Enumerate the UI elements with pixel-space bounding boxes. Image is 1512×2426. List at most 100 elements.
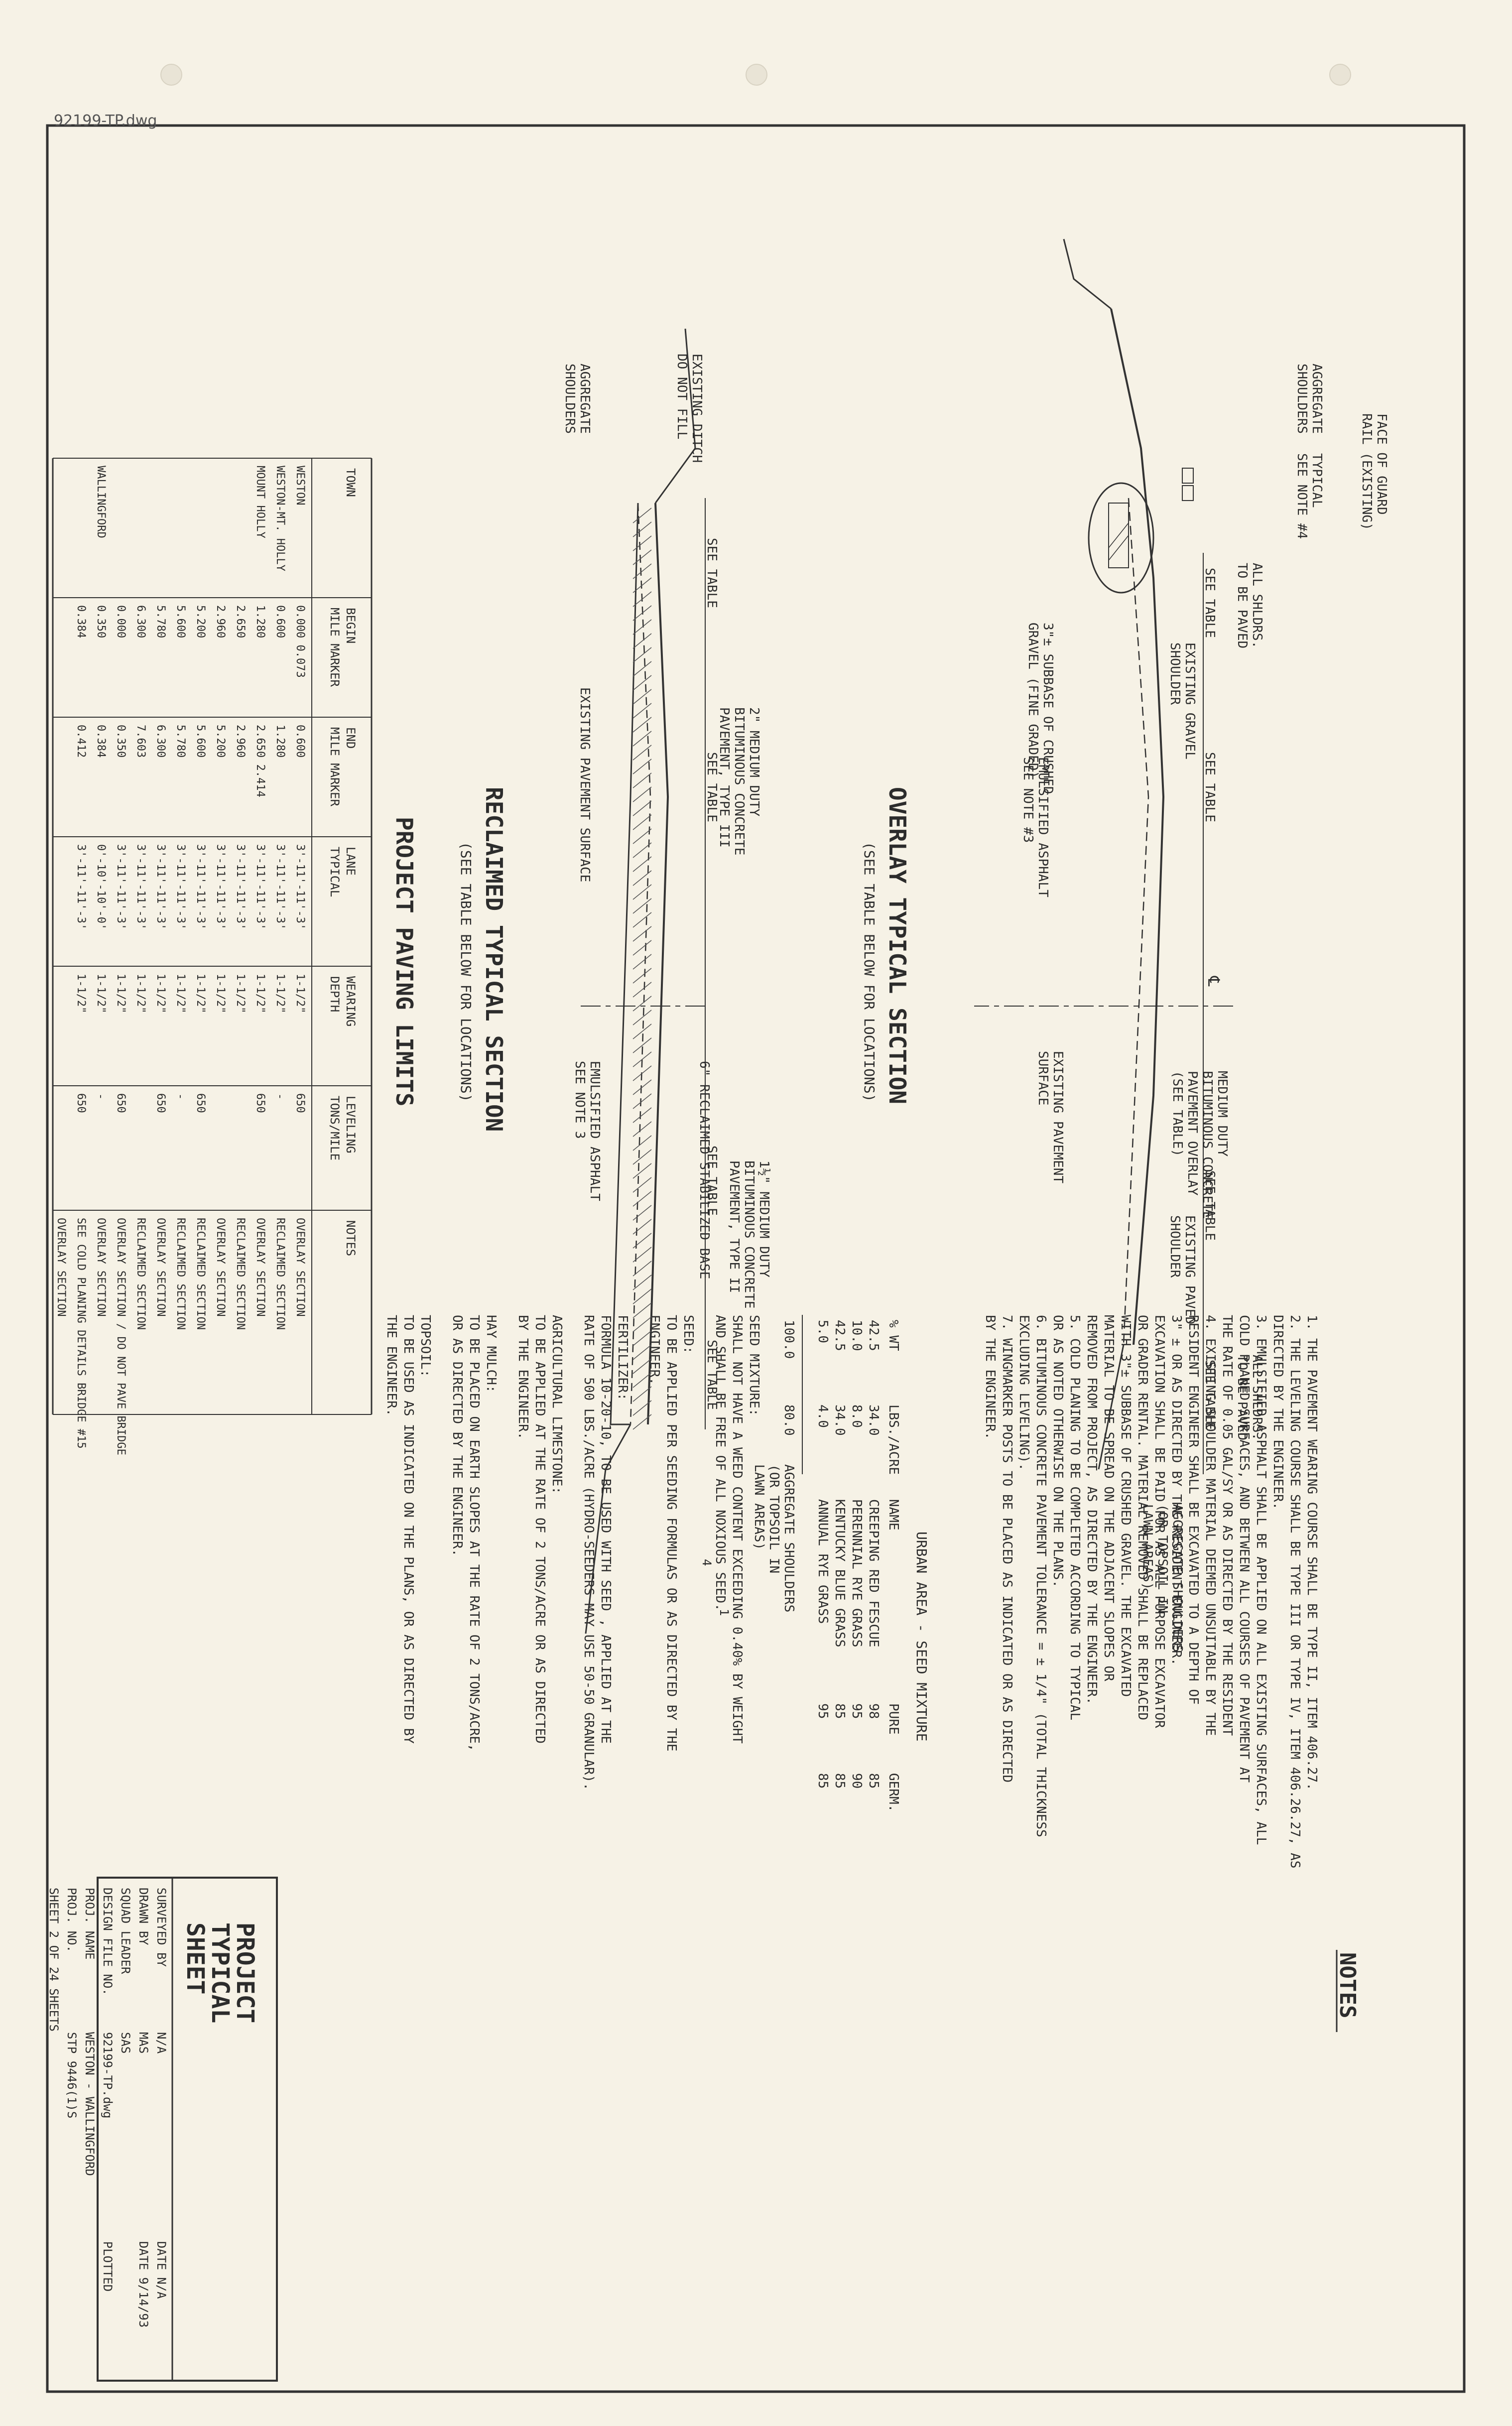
table-cell: OVERLAY SECTION [294,1218,306,1317]
hatch-line [632,577,652,593]
seed-title: URBAN AREA - SEED MIXTURE [913,1532,930,1741]
table-cell: 3'-11'-11'-3' [75,844,87,930]
overlay-guard-label: RAIL (EXISTING) [1359,413,1374,530]
seed-cell: 34.0 [866,1405,881,1436]
table-cell: 0.000 [115,605,127,638]
seed-cell: 85 [866,1773,881,1788]
seed-paragraph-line: TOPSOIL: [418,1315,433,1377]
reclaimed-two-inch-label: PAVEMENT, TYPE III [717,707,732,848]
table-cell: 1-1/2" [115,974,127,1013]
reclaimed-section: RECLAIMED TYPICAL SECTION (SEE TABLE BEL… [458,328,796,1634]
table-cell: 0.350 [115,725,127,758]
notes-line: 1. THE PAVEMENT WEARING COURSE SHALL BE … [1304,1315,1319,1790]
hatch-line [632,982,652,998]
overlay-cl: ℄ [1204,976,1223,987]
overlay-aggregate-right-label: (OR TOPSOIL IN [1155,1504,1170,1613]
notes-line: DIRECTED BY THE ENGINEER. [1270,1315,1285,1510]
seed-cell: 4.0 [815,1405,830,1428]
title-block-field-label: SQUAD LEADER [119,1888,132,1974]
seed-header-cell: PURE [886,1703,901,1735]
table-cell: OVERLAY SECTION / DO NOT PAVE BRIDGE [115,1218,127,1455]
slope-run: 4 [700,1559,714,1566]
notes-line: THE RATE OF 0.05 GAL/SY OR AS DIRECTED B… [1220,1315,1235,1736]
seed-header-cell: % WT [886,1320,901,1351]
reclaimed-aggregate-right-label: AGGREGATE SHOULDERS [781,1464,796,1612]
notes-line: 3" ± OR AS DIRECTED BY THE RESIDENT ENGI… [1169,1315,1184,1665]
table-header-cell: LEVELING [344,1096,358,1153]
hatch-line [632,1302,652,1318]
table-cell: OVERLAY SECTION [95,1218,107,1317]
seed-paragraph-line: AGRICULTURAL LIMESTONE: [549,1315,564,1494]
table-cell: 3'-11'-11'-3' [154,844,167,930]
punch-hole [746,64,767,86]
table-cell: 650 [115,1093,127,1113]
reclaimed-hatch [632,508,652,1430]
hatch-line [632,1330,652,1346]
seed-paragraph-line: TO BE APPLIED AT THE RATE OF 2 TONS/ACRE… [532,1315,547,1744]
hatch-line [632,647,652,663]
hatch-line [632,1023,652,1039]
hatch-line [632,1233,652,1249]
table-cell: 3'-11'-11'-3' [214,844,227,930]
overlay-aggregate-right-label: AGGREGATE SHOULDERS [1170,1504,1185,1652]
hatch-line [632,1358,652,1374]
reclaimed-one-half-label: 1½" MEDIUM DUTY [756,1160,771,1277]
seed-paragraph-line: OR AS DIRECTED BY THE ENGINEER. [450,1315,465,1556]
notes-line: 7. WINGMARKER POSTS TO BE PLACED AS INDI… [1000,1315,1014,1783]
seed-paragraph-line: THE ENGINEER. [384,1315,399,1416]
hatch-line [632,842,652,858]
overlay-existing-line [1123,498,1149,1345]
overlay-all-shldrs-right-label: TO BE PAVED [1235,1355,1250,1440]
hatch-line [632,1275,652,1290]
hatch-line [632,675,652,691]
hatch-line [632,772,652,788]
hatch-line [632,1010,652,1025]
punch-hole [1329,64,1351,86]
overlay-paved-shoulder-label: EXISTING PAVED [1182,1215,1197,1324]
seed-cell: 85 [815,1773,830,1788]
table-cell: OVERLAY SECTION [154,1218,167,1317]
hatch-line [632,759,652,774]
table-cell: 5.600 [194,725,207,758]
hatch-line [632,1121,652,1137]
table-cell: 0.000 0.073 [294,605,306,678]
hatch-line [632,884,652,900]
notes-line: MATERIAL TO BE SPREAD ON THE ADJACENT SL… [1101,1315,1116,1681]
hatch-line [632,1372,652,1388]
reclaimed-two-inch-label: BITUMINOUS CONCRETE [732,707,747,855]
seed-cell: 10.0 [849,1320,864,1351]
overlay-existing-surface-label: SURFACE [1035,1051,1050,1106]
title-block-field-label: SHEET 2 OF 24 SHEETS [47,1888,61,2032]
table-cell: 0.384 [95,725,107,758]
seed-paragraph-line: SEED MIXTURE: [747,1315,761,1416]
title-block-title-line: PROJECT [231,1922,259,2023]
table-cell: WESTON [294,466,306,505]
seed-cell: 42.5 [832,1320,847,1351]
table-cell: 3'-11'-11'-3' [174,844,187,930]
table-cell: WALLINGFORD [95,466,107,538]
overlay-gravel-shoulder-label: EXISTING GRAVEL [1182,642,1197,760]
table-cell: MOUNT HOLLY [254,466,266,538]
seed-header-cell: GERM. [886,1773,901,1812]
table-cell: 650 [75,1093,87,1113]
sheet-border [46,124,1466,2393]
hatch-line [632,898,652,914]
table-cell: 7.603 [134,725,147,758]
overlay-title: OVERLAY TYPICAL SECTION [884,787,911,1104]
overlay-surface-line [1110,308,1165,1345]
table-cell: 2.650 2.414 [254,725,266,797]
table-header-cell: TYPICAL [328,847,342,897]
hatch-line [632,1386,652,1402]
seed-cell: KENTUCKY BLUE GRASS [832,1499,847,1647]
hatch-line [632,1149,652,1165]
hatch-line [632,828,652,844]
seed-header-cell: LBS./ACRE [886,1405,901,1475]
hatch-line [632,1037,652,1053]
notes-line: 3. EMULSIFIED ASPHALT SHALL BE APPLIED O… [1254,1315,1268,1845]
title-block-field-value: SAS [119,2032,132,2053]
hatch-line [632,954,652,970]
overlay-paved-shoulder-label: SHOULDER [1167,1215,1182,1278]
overlay-detail-circle [1088,482,1154,594]
